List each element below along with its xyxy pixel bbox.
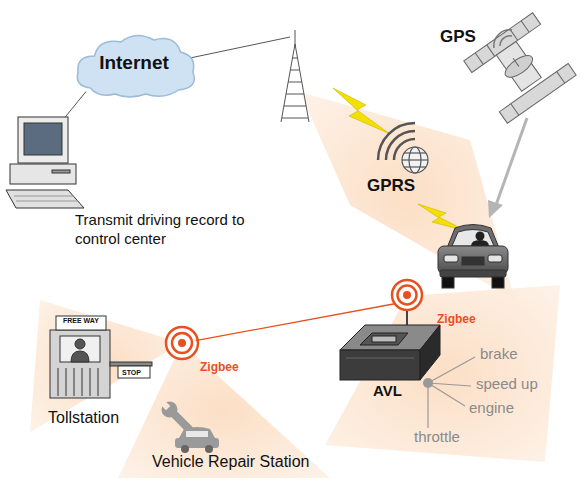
sensor-label: engine — [469, 399, 514, 416]
node-text: GPRS — [367, 176, 415, 196]
antenna-tower — [281, 30, 309, 122]
repair-icon — [157, 397, 219, 453]
zigbee-node: Zigbee — [165, 325, 250, 377]
zigbee-target — [166, 327, 198, 359]
sensor-label: speed up — [476, 375, 538, 392]
zigbee-target — [392, 280, 422, 310]
cloud-node: Internet — [72, 30, 199, 100]
gprs-globe — [378, 123, 428, 173]
sensor-label: throttle — [414, 428, 460, 445]
avl-unit — [340, 325, 440, 380]
node-text: Zigbee — [437, 312, 476, 326]
connector-line — [196, 304, 396, 341]
node-text: GPS — [440, 27, 476, 47]
car-icon — [438, 225, 508, 289]
avl-node: AVL — [335, 320, 445, 402]
node-text: FREE WAY — [63, 317, 99, 325]
sensor-leader — [428, 357, 475, 428]
node-text: STOP — [122, 369, 141, 377]
control-center: Transmit driving record to control cente… — [5, 117, 256, 251]
lightning-bolt — [333, 88, 390, 134]
toll-booth — [50, 316, 152, 398]
sensor-label: brake — [480, 345, 518, 362]
gps-arrow-head — [488, 200, 503, 218]
repair-station: Vehicle Repair Station — [150, 395, 340, 479]
toll-station: FREE WAY STOP Tollstation — [30, 305, 162, 433]
signal-wedge — [300, 92, 515, 300]
connector-line — [65, 92, 86, 117]
node-text: Tollstation — [48, 409, 119, 427]
gps-satellite — [464, 13, 576, 123]
node-text: AVL — [373, 382, 402, 399]
zigbee-node: Zigbee — [390, 278, 490, 329]
signal-wedge — [325, 285, 560, 462]
sensor-hub — [423, 378, 433, 388]
node-text: Zigbee — [200, 360, 239, 374]
gps-arrow — [496, 118, 527, 205]
gps-satellite-node: GPS — [435, 15, 575, 127]
network-line — [190, 37, 290, 58]
satellite-signal — [494, 30, 512, 48]
node-text: Transmit driving record to control cente… — [75, 210, 253, 248]
gprs-node: GPRS — [365, 130, 457, 200]
node-text: Internet — [72, 52, 196, 74]
computer-icon — [6, 117, 84, 208]
node-text: Vehicle Repair Station — [152, 453, 309, 471]
